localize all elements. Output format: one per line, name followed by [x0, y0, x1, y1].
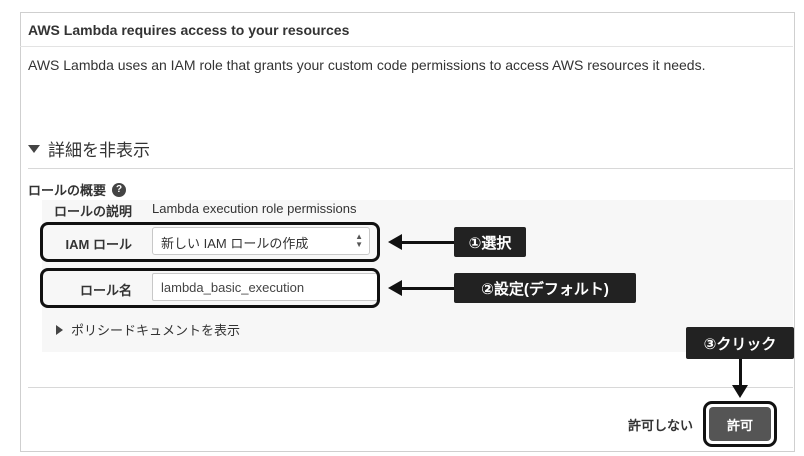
triangle-right-icon: [56, 324, 63, 335]
iam-role-select[interactable]: 新しい IAM ロールの作成 ▲▼: [152, 227, 370, 255]
role-overview-heading: ロールの概要 ?: [28, 180, 127, 199]
highlight-role-name: [40, 268, 380, 308]
show-policy-toggle[interactable]: ポリシードキュメントを表示: [56, 320, 240, 339]
role-name-input[interactable]: lambda_basic_execution: [152, 273, 378, 301]
triangle-down-icon: [28, 144, 40, 153]
callout-step3: ③クリック: [686, 327, 794, 359]
arrow-to-role-name: [388, 280, 454, 296]
arrow-to-allow: [732, 359, 748, 398]
callout-step1: ①選択: [454, 227, 526, 257]
panel-header: AWS Lambda requires access to your resou…: [20, 12, 793, 47]
panel-title: AWS Lambda requires access to your resou…: [28, 22, 350, 38]
divider: [28, 387, 793, 388]
role-name-label: ロール名: [79, 283, 132, 298]
deny-button[interactable]: 許可しない: [628, 418, 694, 433]
show-policy-label: ポリシードキュメントを表示: [71, 323, 241, 338]
highlight-iam-role: [40, 222, 380, 262]
help-icon[interactable]: ?: [112, 182, 127, 197]
iam-role-label: IAM ロール: [65, 237, 132, 252]
callout-step2: ②設定(デフォルト): [454, 273, 636, 303]
role-description-value: Lambda execution role permissions: [152, 201, 357, 216]
hide-details-label: 詳細を非表示: [48, 141, 150, 160]
panel-description: AWS Lambda uses an IAM role that grants …: [28, 57, 706, 73]
arrow-to-iam-role: [388, 234, 454, 250]
divider: [28, 168, 793, 169]
select-arrows-icon: ▲▼: [355, 232, 363, 249]
role-description-label: ロールの説明: [53, 204, 132, 219]
role-name-value: lambda_basic_execution: [161, 280, 305, 295]
role-overview-label: ロールの概要: [28, 183, 107, 198]
hide-details-toggle[interactable]: 詳細を非表示: [28, 136, 150, 161]
allow-button[interactable]: 許可: [709, 407, 771, 441]
iam-role-selected-value: 新しい IAM ロールの作成: [161, 236, 309, 251]
